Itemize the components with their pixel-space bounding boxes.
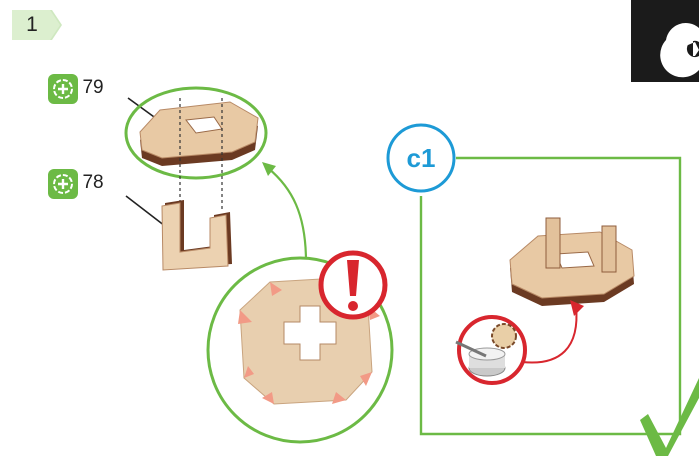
glue-arrow — [522, 306, 577, 363]
part-79-shape — [140, 102, 258, 166]
detail-arrow — [268, 168, 306, 262]
warning-exclamation-icon — [321, 253, 385, 317]
checkmark-icon — [640, 378, 699, 456]
glue-bottle-icon — [456, 317, 525, 383]
part-78-shape — [162, 200, 232, 270]
callout-label: c1 — [391, 136, 451, 180]
assembled-piece — [510, 218, 634, 306]
